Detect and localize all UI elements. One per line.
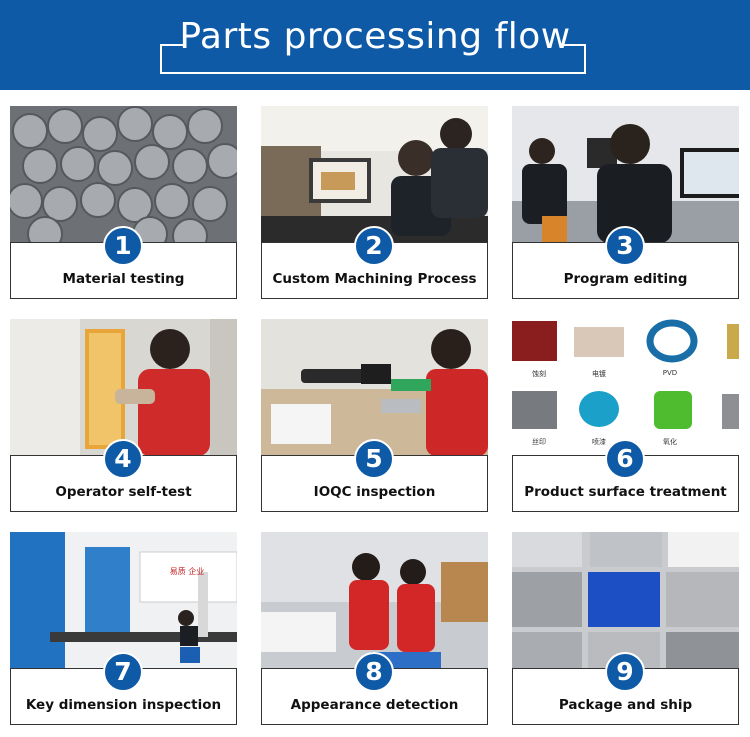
step-number-badge: 4 — [103, 439, 143, 479]
step-label: Operator self-test — [55, 484, 192, 500]
surface-label: 氧化 — [663, 438, 677, 446]
step-photo-ioqc-inspection — [261, 319, 488, 456]
step-photo-package-ship — [512, 532, 739, 669]
step-number-badge: 2 — [354, 226, 394, 266]
step-photo-surface-treatment: 蚀刻 电镀 PVD 丝印 喷漆 氧化 — [512, 319, 739, 456]
step-card-3: Program editing 3 — [512, 106, 739, 299]
step-card-1: Material testing 1 — [10, 106, 237, 299]
step-photo-appearance-detection — [261, 532, 488, 669]
step-number-badge: 9 — [605, 652, 645, 692]
surface-label: 丝印 — [532, 438, 546, 446]
step-card-2: Custom Machining Process 2 — [261, 106, 488, 299]
header-banner: Parts processing flow — [0, 0, 750, 90]
step-label: Package and ship — [558, 697, 693, 713]
page-title: Parts processing flow — [179, 16, 571, 57]
step-number-badge: 5 — [354, 439, 394, 479]
step-card-9: Package and ship 9 — [512, 532, 739, 725]
step-label: Key dimension inspection — [25, 697, 222, 713]
step-number-badge: 3 — [605, 226, 645, 266]
step-label: Material testing — [62, 271, 185, 287]
step-number-badge: 7 — [103, 652, 143, 692]
step-caption: Package and ship — [512, 668, 739, 725]
step-card-5: IOQC inspection 5 — [261, 319, 488, 512]
step-card-8: Appearance detection 8 — [261, 532, 488, 725]
step-label: IOQC inspection — [313, 484, 436, 500]
step-photo-operator-self-test — [10, 319, 237, 456]
surface-label: PVD — [662, 369, 678, 377]
banner-text: 易质 企业 — [169, 567, 205, 576]
step-photo-program-editing — [512, 106, 739, 243]
surface-label: 电镀 — [592, 370, 606, 378]
step-label: Program editing — [563, 271, 688, 287]
step-label: Appearance detection — [290, 697, 459, 713]
surface-label: 蚀刻 — [532, 370, 546, 378]
step-caption: Product surface treatment — [512, 455, 739, 512]
surface-label: 喷漆 — [592, 438, 606, 446]
step-photo-key-dimension-inspection: 易质 企业 — [10, 532, 237, 669]
title-frame — [160, 44, 586, 74]
step-label: Product surface treatment — [524, 484, 727, 500]
step-photo-material-testing — [10, 106, 237, 243]
step-card-6: 蚀刻 电镀 PVD 丝印 喷漆 氧化 Product surface treat… — [512, 319, 739, 512]
step-number-badge: 6 — [605, 439, 645, 479]
step-number-badge: 1 — [103, 226, 143, 266]
step-card-4: Operator self-test 4 — [10, 319, 237, 512]
step-card-7: 易质 企业 Key dimension inspection 7 — [10, 532, 237, 725]
step-number-badge: 8 — [354, 652, 394, 692]
step-label: Custom Machining Process — [272, 271, 477, 287]
step-photo-custom-machining — [261, 106, 488, 243]
